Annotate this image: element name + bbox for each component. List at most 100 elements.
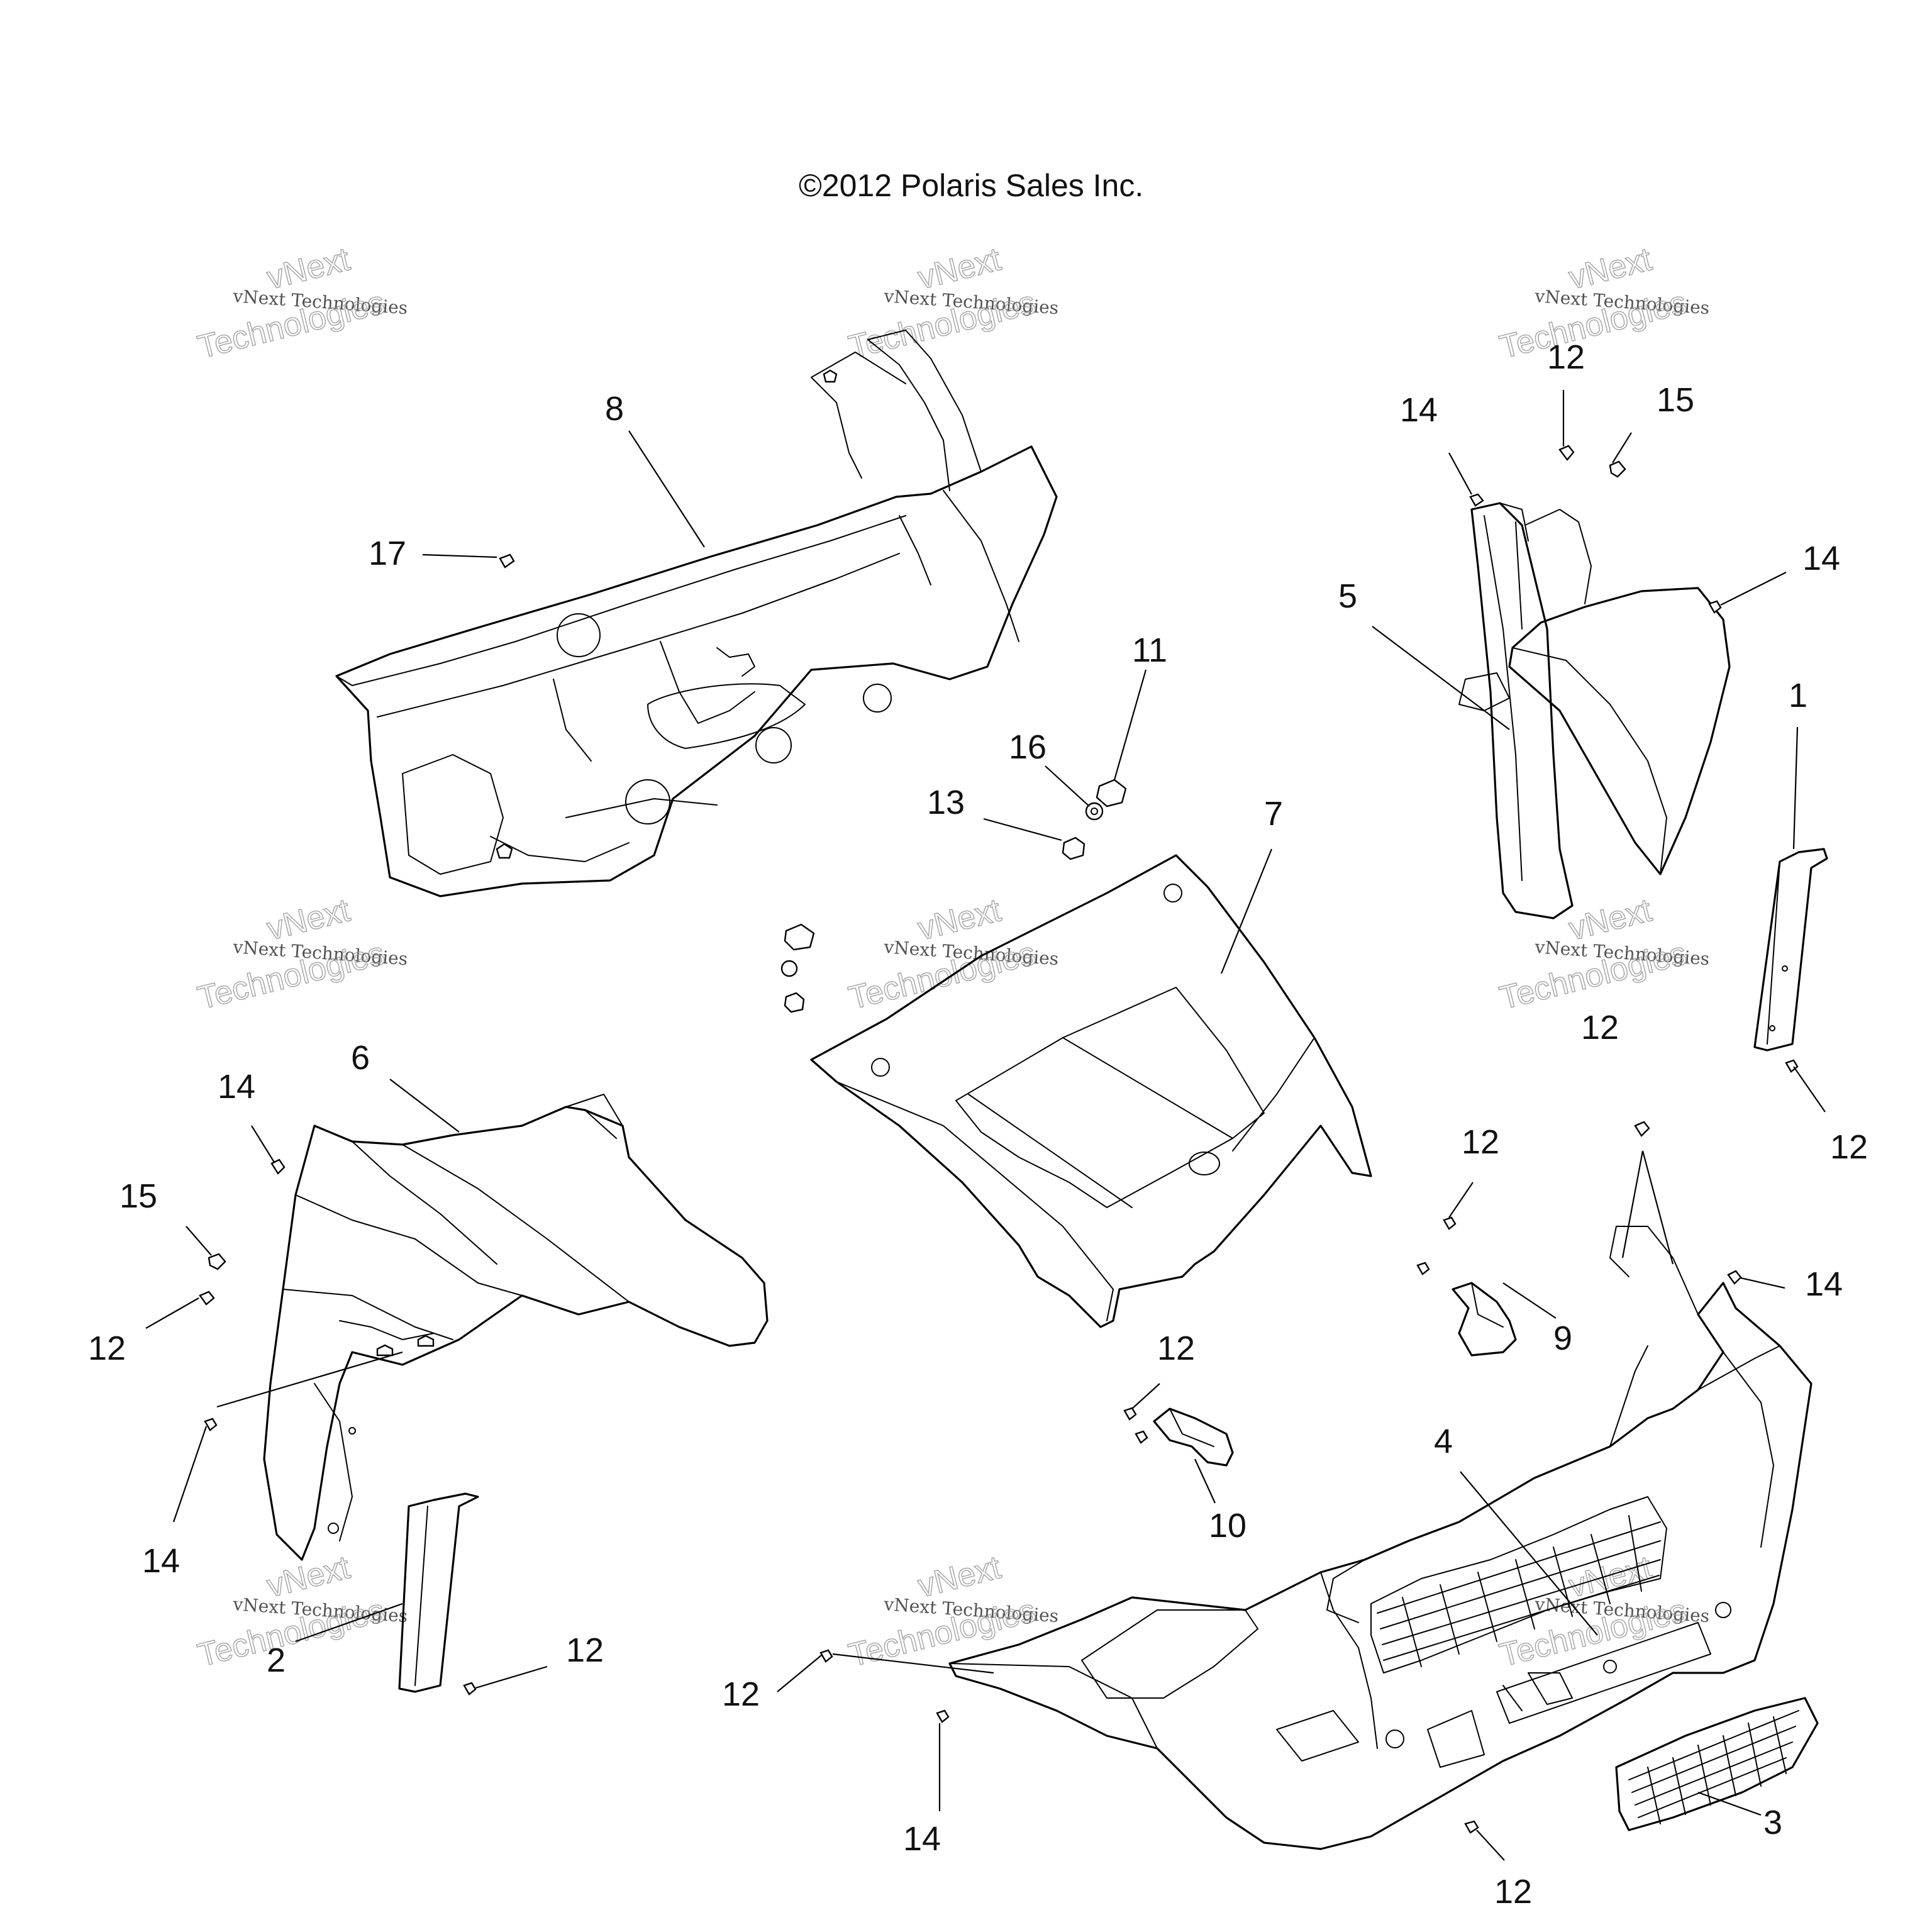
watermark: vNext vNext Technologies Technologies [194,891,408,1017]
copyright-text: ©2012 Polaris Sales Inc. [799,168,1143,203]
leader-12-bottom [1476,1829,1505,1861]
washer-16 [1085,802,1104,821]
screw-14-bumper-left [936,1709,950,1723]
clip-hood-1 [784,923,815,951]
screw-12-left [199,1291,215,1306]
callout-4: 4 [1434,1423,1453,1460]
leader-12-left [145,1297,199,1329]
callout-5: 5 [1338,577,1357,615]
leader-6b [216,1351,403,1408]
callout-6: 6 [351,1039,370,1077]
leader-16 [1045,765,1090,807]
screw-14-left-low [204,1418,218,1431]
nut-13 [1062,836,1085,860]
callout-12: 12 [88,1330,126,1367]
callout-labels: 8 17 11 16 13 7 5 1 12 15 14 14 12 12 12… [88,338,1868,1911]
leader-12-brace1 [1793,1066,1826,1113]
callout-8: 8 [605,390,624,428]
callout-12: 12 [722,1675,760,1713]
screw-12-mid [1634,1121,1650,1137]
leader-14-left-low [172,1426,208,1523]
leader-12-mid-a [1621,1150,1644,1258]
clip-15-top [1609,460,1626,478]
part-10-bracket [1153,1407,1234,1467]
part-8-dash-cowl [335,330,1058,897]
screw-14-right [1708,600,1722,614]
watermark-group: vNext vNext Technologies Technologies vN… [194,240,1710,1674]
nut-hood [784,992,805,1013]
callout-10: 10 [1209,1507,1246,1545]
callout-7: 7 [1264,795,1283,833]
screw-12-brace2 [463,1682,477,1696]
callout-16: 16 [1009,728,1046,766]
callout-3: 3 [1763,1804,1782,1841]
leader-14-right [1720,572,1787,606]
screw-14-bumper [1727,1270,1742,1285]
part-3-grille-insert [1615,1697,1819,1831]
watermark: vNext vNext Technologies Technologies [1496,240,1710,366]
leader-7 [1220,848,1273,974]
screw-12-bottom [1464,1820,1479,1834]
callout-14: 14 [142,1542,180,1580]
watermark: vNext vNext Technologies Technologies [845,891,1059,1017]
callout-15: 15 [119,1177,157,1215]
screw-17 [499,553,515,569]
leader-3 [1697,1791,1762,1816]
screw-12-b9 [1443,1216,1457,1230]
screw-12-b10b [1135,1430,1148,1444]
part-6-left-fender [263,1094,769,1561]
callout-14: 14 [218,1068,255,1106]
leader-12-b10 [1131,1383,1160,1409]
leader-12-bumper-left [777,1655,822,1692]
callout-14: 14 [1400,391,1438,429]
part-7-hood [810,854,1372,1328]
part-2-brace [398,1492,479,1693]
callout-12: 12 [1462,1123,1499,1161]
callout-12: 12 [1157,1330,1195,1367]
watermark: vNext vNext Technologies Technologies [845,1548,1059,1674]
callout-9: 9 [1553,1319,1572,1357]
watermark: vNext vNext Technologies Technologies [194,240,408,366]
washer-hood [780,960,798,977]
leader-2 [295,1602,403,1643]
leader-17 [422,553,497,558]
leader-12-bumper-left-b [832,1653,994,1674]
screw-14-top [1469,493,1484,507]
callout-15: 15 [1657,381,1694,419]
leader-14-top [1448,452,1472,495]
leader-9 [1502,1282,1557,1319]
pushpin-11 [1096,779,1127,808]
leader-6 [389,1079,460,1133]
callout-1: 1 [1789,677,1807,714]
screw-12-b9b [1416,1262,1430,1275]
leader-12-brace2 [475,1665,548,1689]
leader-4 [1460,1471,1598,1636]
leader-14-bumper [1740,1277,1785,1289]
watermark: vNext vNext Technologies Technologies [194,1548,408,1674]
callout-12: 12 [1494,1873,1532,1911]
callout-2: 2 [267,1641,286,1679]
leader-5 [1372,626,1510,730]
leader-8 [628,430,705,548]
callout-13: 13 [927,784,965,821]
leader-12-mid-b [1641,1150,1674,1265]
part-1-brace [1753,848,1828,1052]
leader-13 [983,818,1062,841]
screw-12-top [1558,445,1575,461]
leader-lines [145,390,1826,1861]
callout-12: 12 [1581,1009,1619,1046]
leader-12-b9 [1448,1182,1474,1218]
callout-12: 12 [1547,338,1585,376]
part-4-front-bumper [948,1226,1813,1850]
screw-14-left [270,1158,286,1175]
callout-12: 12 [1830,1128,1868,1166]
screw-12-b10 [1123,1407,1137,1421]
leader-10 [1194,1458,1216,1504]
leader-11 [1113,669,1147,780]
leader-15-left [186,1226,212,1256]
leader-15-top [1612,432,1632,464]
leader-1 [1792,726,1799,850]
leader-14-left [251,1125,275,1163]
callout-14: 14 [903,1820,941,1858]
callout-11: 11 [1132,631,1167,669]
